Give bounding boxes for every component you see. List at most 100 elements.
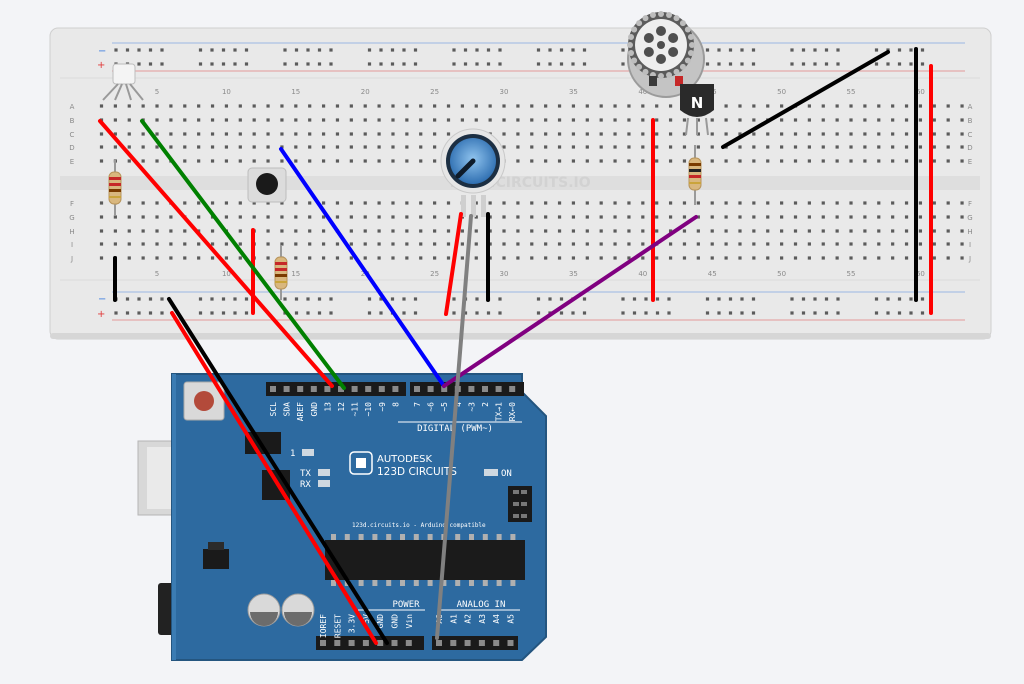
breadboard-hole[interactable] [932, 159, 936, 163]
breadboard-hole[interactable] [946, 145, 950, 149]
breadboard-hole[interactable] [724, 229, 728, 233]
breadboard-hole[interactable] [904, 118, 909, 122]
breadboard-hole[interactable] [641, 229, 645, 233]
breadboard-hole[interactable] [127, 145, 131, 149]
breadboard-hole[interactable] [891, 201, 895, 205]
breadboard-hole[interactable] [349, 118, 353, 122]
breadboard-hole[interactable] [419, 201, 423, 205]
breadboard-hole[interactable] [821, 229, 825, 233]
rail-hole[interactable] [571, 311, 575, 315]
breadboard-hole[interactable] [210, 118, 215, 122]
breadboard-hole[interactable] [280, 242, 284, 246]
rail-hole[interactable] [801, 48, 806, 52]
wire-red-pot-power[interactable] [444, 212, 463, 316]
breadboard-hole[interactable] [557, 118, 562, 122]
breadboard-hole[interactable] [960, 132, 964, 136]
breadboard-hole[interactable] [99, 215, 104, 219]
rail-hole[interactable] [824, 48, 829, 52]
breadboard-hole[interactable] [544, 201, 548, 205]
rail-hole[interactable] [294, 48, 299, 52]
breadboard-hole[interactable] [655, 215, 659, 219]
breadboard-hole[interactable] [99, 229, 104, 233]
rail-hole[interactable] [874, 62, 879, 66]
breadboard-hole[interactable] [585, 104, 589, 108]
breadboard-hole[interactable] [807, 132, 811, 136]
rail-hole[interactable] [148, 297, 153, 301]
breadboard-hole[interactable] [904, 215, 909, 219]
breadboard-hole[interactable] [488, 256, 492, 260]
breadboard-hole[interactable] [918, 118, 923, 122]
breadboard-hole[interactable] [266, 201, 270, 205]
breadboard-hole[interactable] [488, 229, 492, 233]
rail-hole[interactable] [548, 48, 552, 52]
rail-hole[interactable] [160, 48, 164, 52]
rail-hole[interactable] [283, 48, 287, 52]
breadboard-hole[interactable] [377, 229, 381, 233]
wire-red-led-to-pin-13[interactable] [98, 119, 334, 388]
rail-hole[interactable] [198, 297, 203, 301]
rail-hole[interactable] [244, 311, 249, 315]
rail-hole[interactable] [379, 297, 383, 301]
breadboard-hole[interactable] [613, 104, 617, 108]
breadboard-hole[interactable] [752, 118, 756, 122]
breadboard-hole[interactable] [821, 242, 825, 246]
breadboard-hole[interactable] [294, 242, 298, 246]
breadboard-hole[interactable] [752, 229, 756, 233]
breadboard-hole[interactable] [335, 256, 340, 260]
rail-hole[interactable] [728, 62, 733, 66]
breadboard-hole[interactable] [780, 215, 784, 219]
breadboard-hole[interactable] [169, 118, 173, 122]
breadboard-hole[interactable] [696, 132, 700, 136]
rail-hole[interactable] [210, 48, 214, 52]
transistor[interactable]: N [680, 84, 714, 136]
rail-hole[interactable] [874, 48, 879, 52]
breadboard-hole[interactable] [224, 104, 229, 108]
breadboard-hole[interactable] [210, 201, 215, 205]
breadboard-hole[interactable] [391, 145, 395, 149]
breadboard-hole[interactable] [807, 256, 811, 260]
breadboard-hole[interactable] [224, 118, 229, 122]
rail-hole[interactable] [210, 297, 214, 301]
breadboard-hole[interactable] [793, 145, 798, 149]
breadboard-hole[interactable] [377, 256, 381, 260]
digital-pin-socket[interactable] [270, 386, 276, 392]
breadboard-hole[interactable] [183, 132, 187, 136]
rail-hole[interactable] [667, 297, 671, 301]
rail-hole[interactable] [790, 311, 794, 315]
breadboard-hole[interactable] [863, 256, 867, 260]
rail-hole[interactable] [137, 297, 141, 301]
breadboard-hole[interactable] [710, 159, 714, 163]
breadboard-hole[interactable] [363, 256, 367, 260]
breadboard-hole[interactable] [460, 104, 464, 108]
breadboard-hole[interactable] [849, 229, 853, 233]
breadboard-hole[interactable] [169, 215, 173, 219]
rail-hole[interactable] [728, 48, 733, 52]
rail-hole[interactable] [717, 311, 721, 315]
breadboard-hole[interactable] [641, 118, 645, 122]
breadboard-hole[interactable] [793, 256, 798, 260]
rail-hole[interactable] [667, 311, 671, 315]
breadboard-hole[interactable] [335, 242, 340, 246]
breadboard-hole[interactable] [252, 201, 256, 205]
breadboard-hole[interactable] [308, 215, 312, 219]
breadboard-hole[interactable] [530, 132, 534, 136]
breadboard-hole[interactable] [655, 145, 659, 149]
breadboard-hole[interactable] [127, 159, 131, 163]
breadboard-hole[interactable] [752, 242, 756, 246]
rail-hole[interactable] [813, 311, 817, 315]
breadboard-hole[interactable] [127, 132, 131, 136]
breadboard-hole[interactable] [502, 201, 506, 205]
rail-hole[interactable] [498, 311, 502, 315]
breadboard-hole[interactable] [599, 242, 603, 246]
rail-hole[interactable] [306, 62, 310, 66]
breadboard-hole[interactable] [627, 159, 631, 163]
digital-pin-socket[interactable] [283, 386, 290, 392]
breadboard-hole[interactable] [835, 145, 839, 149]
breadboard-hole[interactable] [349, 201, 353, 205]
breadboard-hole[interactable] [502, 229, 506, 233]
breadboard-hole[interactable] [446, 229, 451, 233]
rail-hole[interactable] [233, 62, 237, 66]
breadboard-hole[interactable] [155, 145, 159, 149]
breadboard-hole[interactable] [877, 242, 881, 246]
rail-hole[interactable] [148, 48, 153, 52]
